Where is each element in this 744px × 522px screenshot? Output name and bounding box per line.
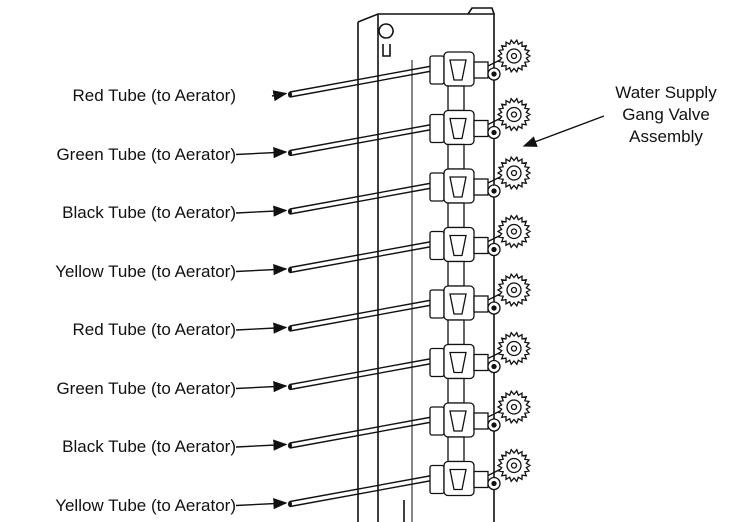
tube-3 [288, 182, 433, 215]
callout-line-3: Assembly [629, 127, 703, 146]
pointer-arrow-2 [235, 147, 288, 159]
tube-label-3: Black Tube (to Aerator) [62, 203, 236, 222]
tube-group [288, 65, 433, 508]
pointer-arrow-1 [271, 90, 288, 102]
valve-6 [429, 331, 532, 404]
valve-2 [429, 97, 532, 170]
valve-knob-4 [496, 214, 532, 249]
pointer-arrow-6 [235, 381, 288, 393]
tube-label-7: Black Tube (to Aerator) [62, 437, 236, 456]
valve-knob-8 [496, 448, 532, 483]
valve-7 [429, 389, 532, 463]
valve-knob-5 [496, 272, 532, 308]
tube-5 [288, 299, 433, 332]
pointer-arrow-7 [235, 439, 288, 451]
valve-knob-6 [496, 331, 532, 366]
keyhole-slot [378, 23, 394, 57]
valve-3 [429, 155, 532, 229]
valve-5 [429, 272, 532, 346]
tube-label-4: Yellow Tube (to Aerator) [55, 261, 236, 281]
tube-label-6: Green Tube (to Aerator) [56, 378, 236, 398]
tube-label-2: Green Tube (to Aerator) [56, 144, 236, 164]
valve-8 [429, 448, 532, 497]
valve-4 [429, 214, 532, 287]
callout-line-2: Gang Valve [622, 105, 710, 124]
valve-knob-7 [496, 389, 532, 425]
mounting-bracket [357, 7, 495, 522]
tube-label-1: Red Tube (to Aerator) [72, 86, 236, 105]
valve-knob-2 [496, 97, 532, 132]
valve-1 [429, 38, 532, 112]
tube-label-8: Yellow Tube (to Aerator) [55, 495, 236, 515]
callout-leader-line [522, 115, 605, 147]
tube-2 [288, 123, 433, 157]
pointer-arrow-5 [235, 322, 288, 334]
callout-line-1: Water Supply [615, 83, 717, 102]
tube-1 [288, 65, 433, 98]
tube-7 [288, 416, 433, 449]
pointer-arrow-4 [235, 264, 288, 276]
gang-valve-callout: Water Supply Gang Valve Assembly [596, 82, 736, 148]
tube-4 [288, 240, 433, 274]
tube-8 [288, 474, 433, 508]
pointer-arrow-3 [235, 205, 288, 217]
valve-knob-3 [496, 155, 532, 191]
arrow-group [235, 90, 288, 510]
pointer-arrow-8 [235, 498, 288, 510]
tube-label-5: Red Tube (to Aerator) [72, 320, 236, 339]
tube-6 [288, 357, 433, 391]
valve-knob-1 [496, 38, 532, 74]
valve-group [429, 38, 532, 497]
